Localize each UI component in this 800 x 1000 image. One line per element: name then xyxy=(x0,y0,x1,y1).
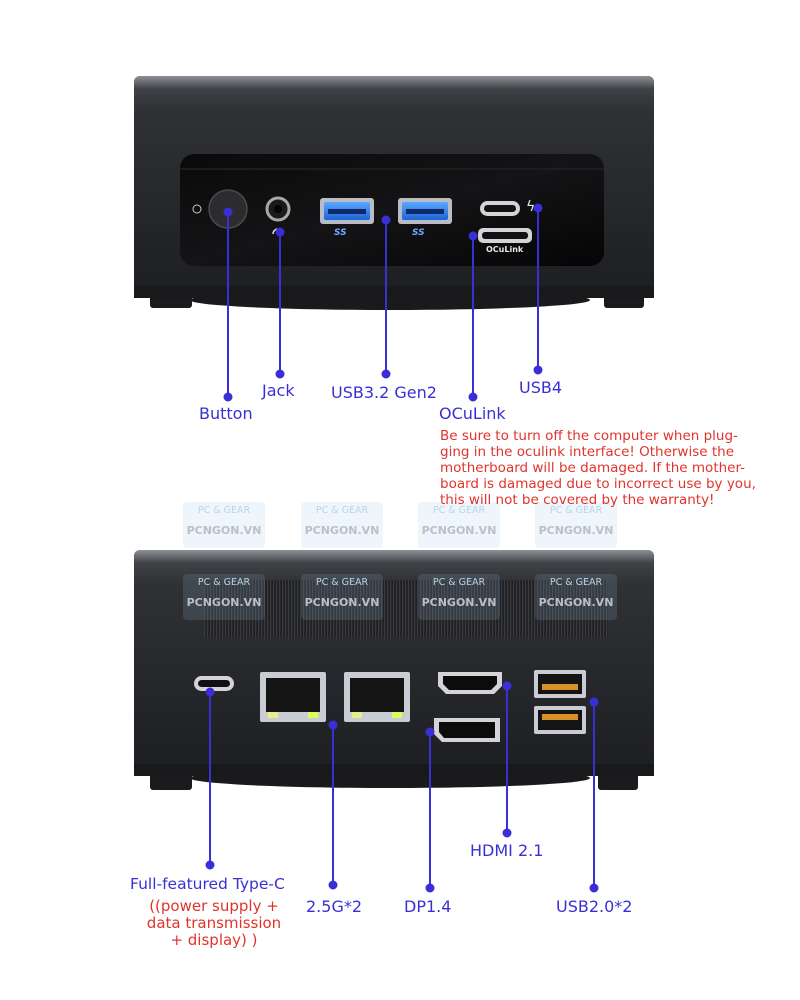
usb20-ports xyxy=(534,670,586,734)
label-button: Button xyxy=(199,404,253,423)
rear-leaders xyxy=(205,681,599,893)
label-lan: 2.5G*2 xyxy=(306,897,363,916)
label-usb32: USB3.2 Gen2 xyxy=(331,383,437,402)
usb-logo-2: SS xyxy=(412,228,425,238)
label-usb4: USB4 xyxy=(519,378,563,397)
rear-device xyxy=(134,550,654,790)
warning-line: this will not be covered by the warranty… xyxy=(440,492,715,508)
front-leaders xyxy=(223,203,543,402)
typec-note: ((power supply + data transmission + dis… xyxy=(130,898,298,949)
label-dp: DP1.4 xyxy=(404,897,452,916)
typec-note-line: ((power supply + xyxy=(149,897,279,915)
label-typec: Full-featured Type-C xyxy=(130,875,285,893)
warning-line: motherboard will be damaged. If the moth… xyxy=(440,460,746,476)
thunderbolt-icon: ϟ xyxy=(526,199,536,215)
usb32-ports xyxy=(320,198,452,224)
lan-ports xyxy=(260,672,410,722)
warning-line: ging in the oculink interface! Otherwise… xyxy=(440,444,735,460)
front-device xyxy=(134,76,654,310)
typec-note-line: + display) ) xyxy=(170,931,258,949)
label-usb20: USB2.0*2 xyxy=(556,897,633,916)
label-jack: Jack xyxy=(262,381,295,400)
usb-logo-1: SS xyxy=(334,228,347,238)
oculink-warning: Be sure to turn off the computer when pl… xyxy=(440,428,756,508)
typec-note-line: data transmission xyxy=(146,914,282,932)
oculink-port-text: OCuLink xyxy=(486,245,524,254)
warning-line: board is damaged due to incorrect use by… xyxy=(440,476,756,492)
label-oculink: OCuLink xyxy=(439,404,506,423)
label-hdmi: HDMI 2.1 xyxy=(470,841,544,860)
warning-line: Be sure to turn off the computer when pl… xyxy=(440,428,738,444)
